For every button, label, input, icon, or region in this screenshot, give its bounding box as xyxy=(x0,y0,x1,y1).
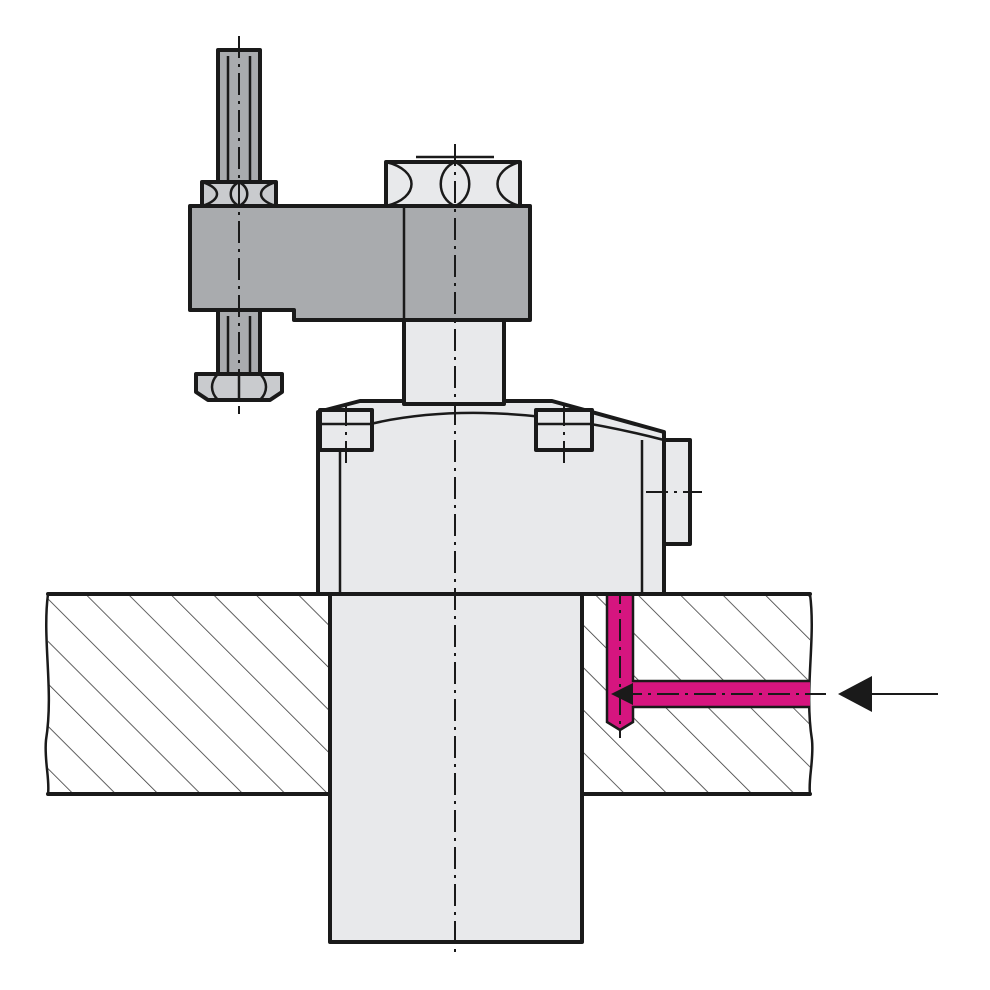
center-lines xyxy=(238,36,456,958)
oil-channel xyxy=(605,582,826,738)
clamp-arm xyxy=(188,204,532,322)
cylinder-body xyxy=(316,399,702,596)
arrow-left-icon xyxy=(838,676,872,712)
cylinder-head xyxy=(318,404,594,466)
oil-inlet-arrow xyxy=(838,676,938,712)
piston-hex-nut xyxy=(384,155,522,208)
